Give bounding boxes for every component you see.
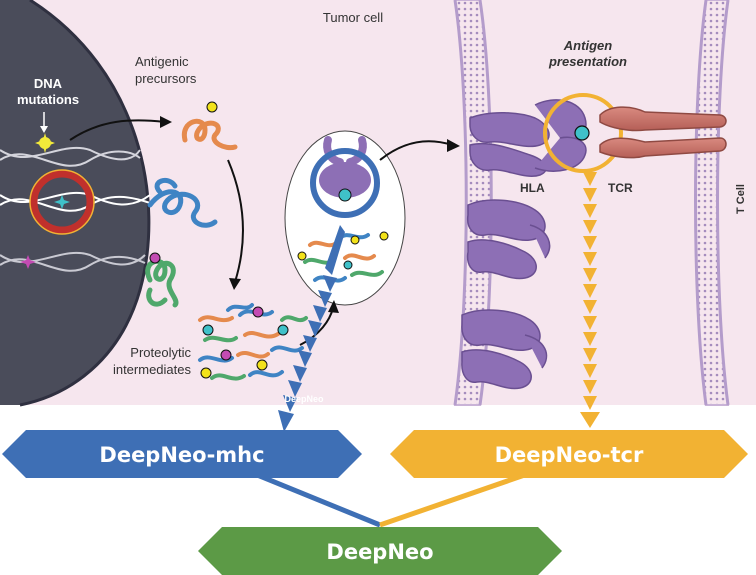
nucleus: DNA mutations: [0, 0, 151, 407]
tcr-label: TCR: [608, 181, 633, 195]
antigenic-precursors-label-line1: Antigenic: [135, 54, 189, 69]
arrow-to-proteolytic: [227, 159, 245, 290]
antigen-presentation-label-line1: Antigen: [563, 38, 612, 53]
tcr-chevron-arrow: [580, 172, 600, 428]
mutation-burst-icon: [35, 133, 55, 153]
precursor-green: [145, 252, 179, 308]
proteolytic-label-line2: intermediates: [113, 362, 192, 377]
arrow-to-bubble: [299, 300, 339, 346]
antigen-presentation-label-line2: presentation: [548, 54, 627, 69]
tcr-molecule: [599, 106, 727, 159]
t-cell-membrane: [694, 0, 730, 406]
deepneo-tcr-banner: DeepNeo-tcr: [390, 430, 748, 478]
hla-label: HLA: [520, 181, 545, 195]
tumor-cell-label: Tumor cell: [323, 10, 383, 25]
hla-molecule-middle: [466, 199, 551, 280]
mutation-burst-pink-icon: [20, 255, 36, 269]
dna-mutations-label-line1: DNA: [34, 76, 63, 91]
precursor-blue: [147, 177, 218, 228]
deepneo-mhc-banner: DeepNeo-mhc: [2, 430, 362, 478]
deepneo-small-label: DeepNeo: [284, 394, 324, 404]
t-cell-label: T Cell: [735, 184, 747, 214]
mutation-ring: [29, 169, 95, 235]
mhc-chevron-arrow: [278, 225, 345, 432]
precursor-orange: [181, 101, 238, 151]
hla-molecule-top: [469, 99, 587, 177]
arrow-to-precursors: [69, 116, 172, 141]
mhc-zoom-bubble: [284, 130, 406, 306]
dna-arrow-head: [40, 126, 48, 133]
arrow-to-hla: [379, 139, 460, 161]
dna-strand-top: [0, 146, 141, 167]
deepneo-main-banner: DeepNeo: [198, 527, 562, 575]
hla-ring: [543, 93, 623, 173]
hla-molecule-bottom: [461, 309, 548, 390]
proteolytic-label-line1: Proteolytic: [130, 345, 191, 360]
deepneo-tcr-label: DeepNeo-tcr: [495, 443, 644, 467]
dna-mutations-label-line2: mutations: [17, 92, 79, 107]
antigenic-precursors-label-line2: precursors: [135, 71, 197, 86]
deepneo-mhc-label: DeepNeo-mhc: [99, 443, 264, 467]
deepneo-main-label: DeepNeo: [326, 540, 433, 564]
proteolytic-fragments: [198, 303, 308, 381]
